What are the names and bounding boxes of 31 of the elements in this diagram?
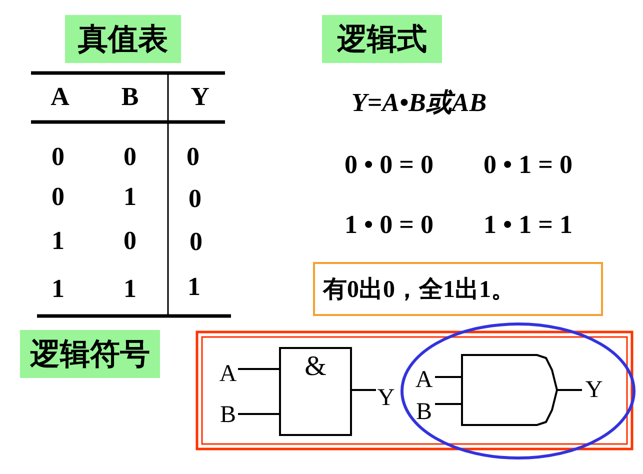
header-cell: B (121, 82, 139, 112)
note-box: 有0出0，全1出1。 (313, 262, 603, 316)
pin-label: Y (377, 384, 395, 413)
equation-text: 0 • 0 = 0 (344, 150, 434, 180)
heading-label: 真值表 (65, 15, 181, 63)
table-cell: 0 (188, 184, 202, 214)
table-cell: 0 (186, 142, 200, 172)
table-cell: 0 (190, 227, 202, 257)
table-cell: 0 (52, 142, 64, 172)
equation-text: 0 • 1 = 0 (484, 150, 572, 180)
formula-text: Y=A•B或AB (351, 88, 487, 118)
table-cell: 1 (124, 274, 136, 304)
table-cell: 1 (124, 182, 136, 212)
table-cell: 0 (124, 142, 136, 172)
table-cell: 1 (188, 272, 200, 302)
equation-text: 1 • 0 = 0 (344, 210, 434, 240)
pin-label: A (415, 366, 433, 395)
equation-text: 1 • 1 = 1 (484, 210, 572, 240)
heading-label: 逻辑符号 (20, 330, 160, 378)
pin-label: Y (585, 376, 603, 405)
pin-label: B (416, 398, 432, 427)
table-cell: 0 (124, 226, 136, 256)
table-cell: 1 (52, 226, 64, 256)
table-cell: 0 (52, 182, 64, 212)
header-cell: Y (190, 82, 210, 112)
pin-label: B (220, 401, 236, 430)
table-cell: 1 (52, 274, 64, 304)
heading-label: 逻辑式 (322, 15, 442, 63)
logic-gate-box: & (279, 347, 352, 436)
pin-label: A (219, 360, 237, 389)
header-cell: A (50, 82, 70, 112)
